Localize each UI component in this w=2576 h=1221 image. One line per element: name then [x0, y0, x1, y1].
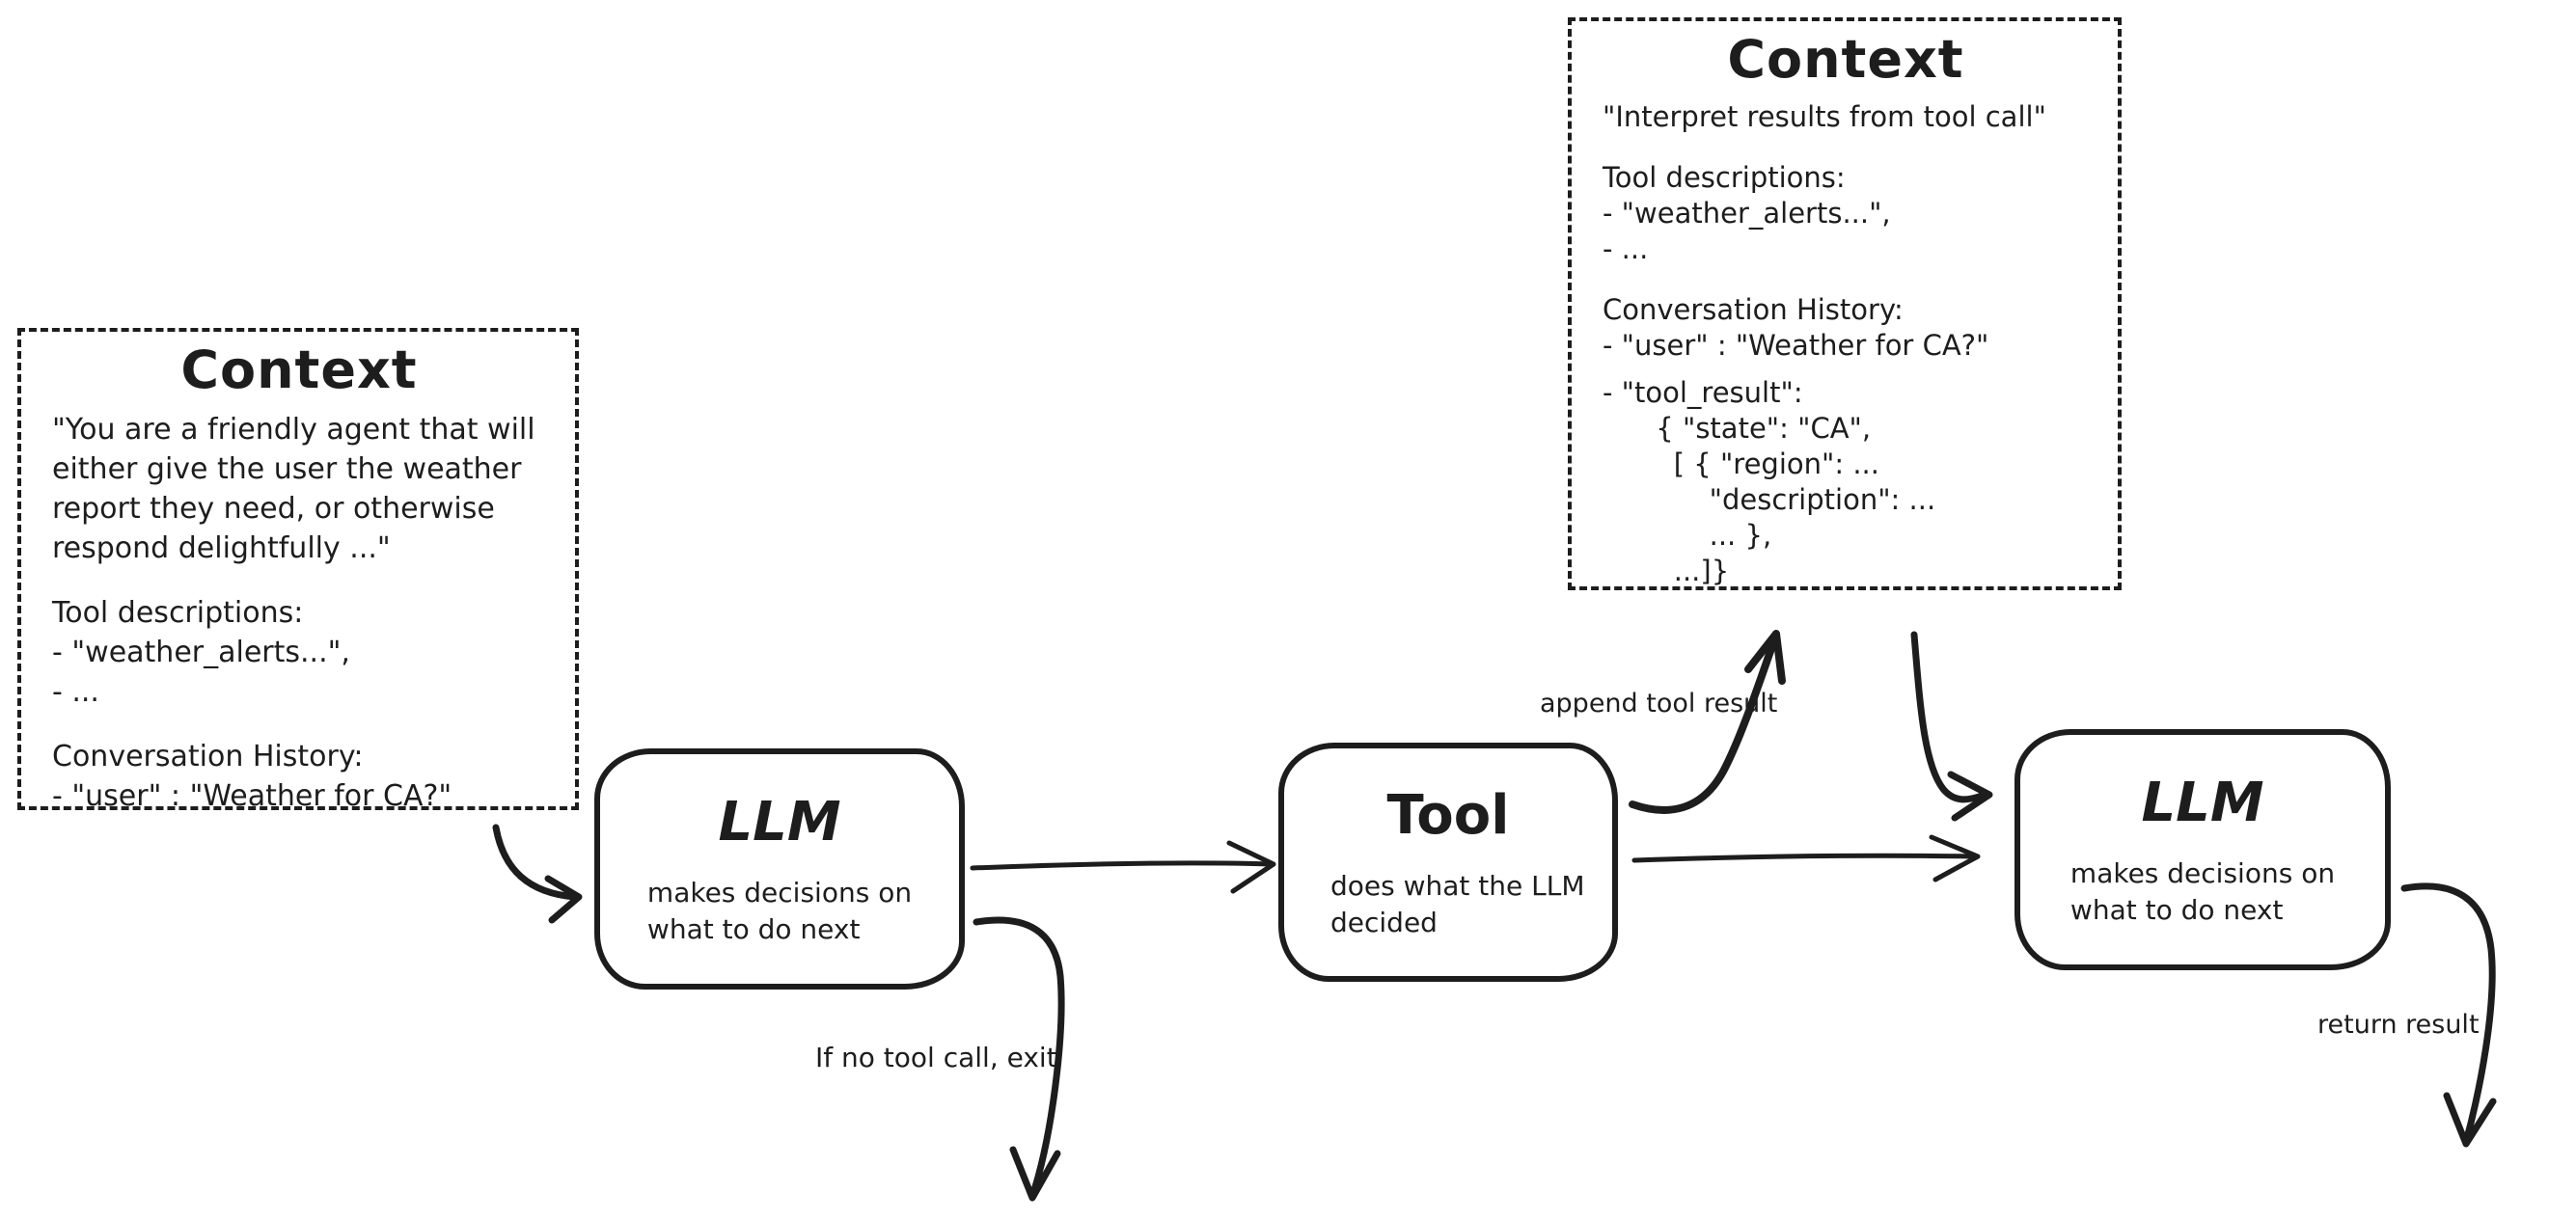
tool-descriptions-item: - ...: [52, 675, 99, 709]
tool-descriptions-item: - "weather_alerts...",: [52, 636, 350, 669]
tool-result-json-line: ...]}: [1603, 555, 1730, 587]
llm-node-title: LLM: [2141, 771, 2264, 834]
llm-node-title: LLM: [718, 790, 841, 854]
tool-descriptions-item: - "weather_alerts...",: [1603, 197, 1891, 230]
conversation-history-header: Conversation History:: [52, 740, 364, 773]
tool-node-title: Tool: [1386, 783, 1510, 847]
context-box-title: Context: [180, 339, 418, 400]
tool-node-description-line: does what the LLM: [1330, 869, 1585, 902]
arrow-tool-to-context: [1629, 630, 1786, 814]
system-prompt-line: "You are a friendly agent that will: [52, 413, 535, 447]
system-prompt-line: either give the user the weather: [52, 452, 522, 486]
tool-node-description-line: decided: [1330, 906, 1438, 938]
arrow-tool-to-second-llm: [1631, 834, 1981, 882]
system-prompt-line: "Interpret results from tool call": [1603, 100, 2046, 133]
tool-result-json-line: [ { "region": ...: [1603, 448, 1879, 480]
tool-node: Tool does what the LLM decided: [1278, 743, 1618, 982]
tool-descriptions-header: Tool descriptions:: [1603, 161, 1846, 194]
tool-descriptions-header: Tool descriptions:: [52, 596, 304, 630]
conversation-history-item: - "user" : "Weather for CA?": [52, 779, 452, 813]
tool-result-json-line: ... },: [1603, 519, 1772, 552]
system-prompt-line: respond delightfully ...": [52, 531, 391, 565]
if-no-tool-call-exit-label: If no tool call, exit: [815, 1042, 1057, 1073]
llm-node-first: LLM makes decisions on what to do next: [594, 748, 965, 990]
context-box-title: Context: [1727, 29, 1964, 90]
context-box-with-tool-result: Context "Interpret results from tool cal…: [1568, 17, 2122, 590]
llm-node-description-line: what to do next: [2069, 893, 2284, 926]
return-result-label: return result: [2317, 1010, 2480, 1040]
tool-descriptions-item: - ...: [1603, 232, 1649, 265]
tool-result-json-line: { "state": "CA",: [1603, 412, 1872, 445]
llm-node-description-line: what to do next: [646, 912, 861, 945]
llm-node-second: LLM makes decisions on what to do next: [2014, 729, 2391, 970]
arrow-first-llm-to-tool: [970, 840, 1276, 894]
system-prompt-line: report they need, or otherwise: [52, 492, 495, 526]
append-tool-result-label: append tool result: [1540, 689, 1778, 719]
conversation-history-item: - "user" : "Weather for CA?": [1603, 329, 1989, 362]
conversation-history-item: - "tool_result":: [1603, 376, 1803, 409]
arrow-context-to-first-llm: [492, 824, 583, 924]
llm-node-description-line: makes decisions on: [646, 876, 913, 909]
llm-node-description-line: makes decisions on: [2069, 856, 2336, 889]
context-box-initial: Context "You are a friendly agent that w…: [17, 328, 579, 813]
arrow-context-to-second-llm: [1910, 631, 1993, 822]
conversation-history-header: Conversation History:: [1603, 293, 1904, 326]
tool-result-json-line: "description": ...: [1603, 483, 1936, 516]
